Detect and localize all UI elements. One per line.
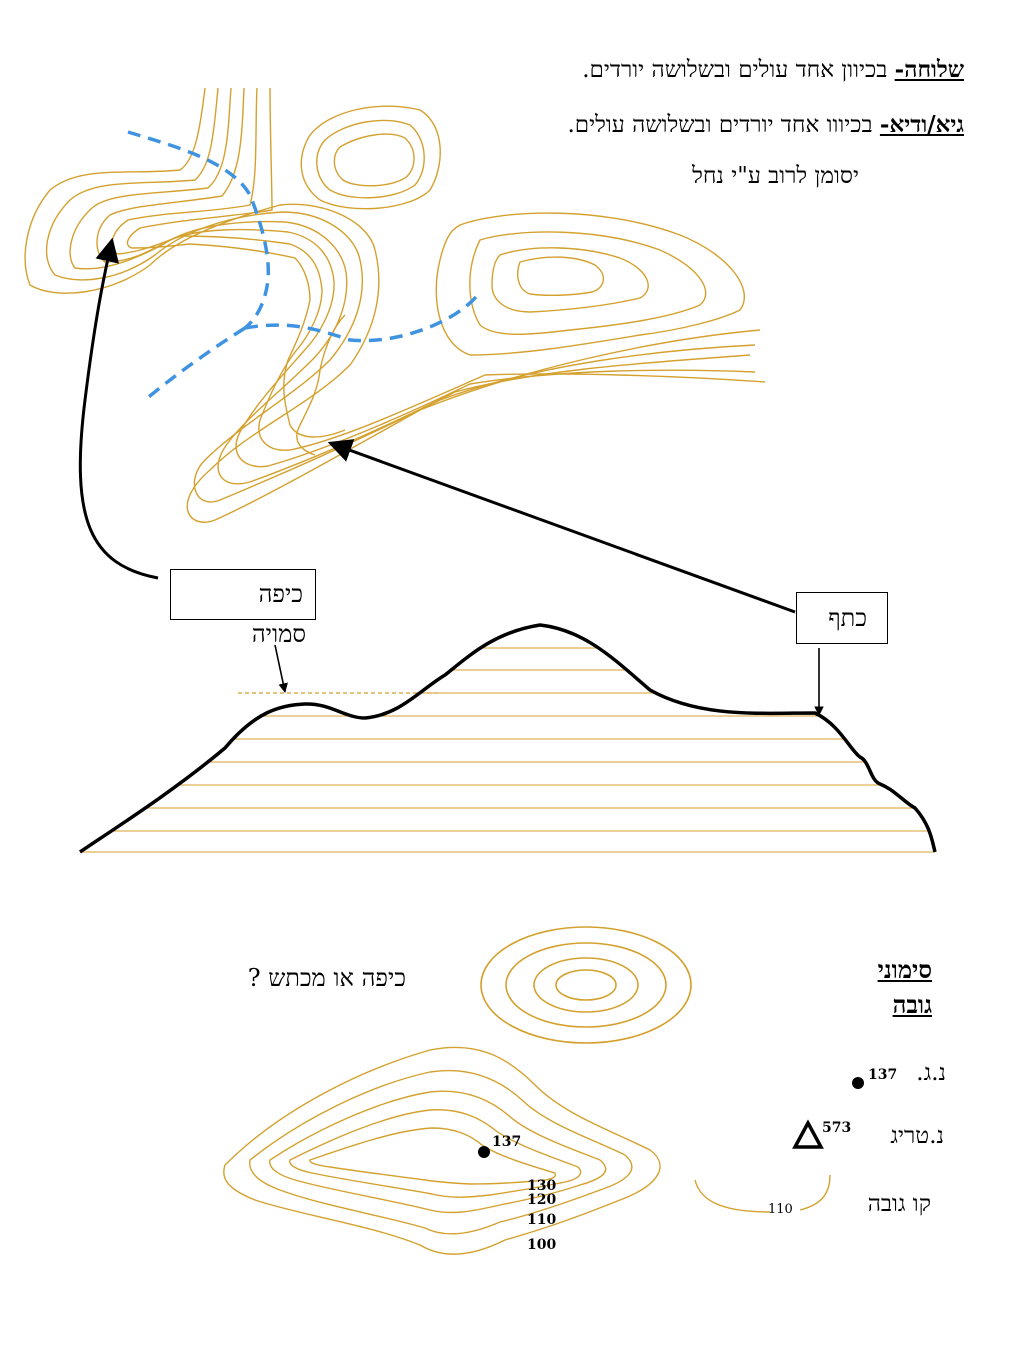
- pointer-arrows: [78, 237, 796, 614]
- shoulder-label-box: כתף: [796, 592, 888, 644]
- contour-line: [223, 1046, 661, 1255]
- contour-line: [269, 1090, 607, 1214]
- contour-line: [289, 1109, 582, 1198]
- hill-peak-value: 137: [492, 1134, 522, 1150]
- contour-line: [69, 87, 751, 485]
- valley-note: יסומן לרוב ע"י נחל: [692, 163, 859, 189]
- legend-contour-sample: [799, 1174, 831, 1211]
- dome-or-crater-question: כיפה או מכתש ?: [247, 964, 406, 992]
- contour-line: [24, 87, 761, 523]
- legend-contour-sample: [694, 1179, 771, 1213]
- saddle-label: כיפה: [258, 580, 303, 608]
- contour-line: [316, 119, 425, 199]
- valley-definition: גיא/ודיא- בכיווו אחד יורדים ובשלושה עולי…: [567, 113, 964, 137]
- height-point-marker: [478, 1146, 490, 1158]
- legend-title-line2: גובה: [892, 990, 932, 1019]
- stream-lines: [127, 130, 482, 402]
- contour-line: [469, 231, 707, 335]
- legend-contour-label: קו גובה: [867, 1191, 931, 1217]
- legend-height-point-label: נ.ג.: [916, 1060, 946, 1086]
- shoulder-label: כתף: [828, 604, 867, 632]
- shoulder-arrow: [327, 439, 796, 614]
- stream-line: [143, 326, 246, 402]
- profile-outline: [79, 623, 937, 854]
- contour-line: [96, 87, 756, 468]
- valley-term: גיא/ודיא-: [879, 111, 964, 138]
- contour-line: [249, 1069, 633, 1235]
- contour-line: [333, 133, 415, 187]
- concentric-contours: [480, 926, 692, 1044]
- profile-level-lines: [80, 647, 935, 832]
- hill-level-130: 130: [527, 1178, 557, 1194]
- hill-level-120: 120: [527, 1192, 557, 1208]
- contour-line: [309, 1127, 557, 1185]
- contour-line: [45, 87, 756, 503]
- contour-line: [491, 247, 649, 313]
- hidden-summit-label: סמויה: [251, 620, 306, 648]
- contour-line: [126, 87, 346, 438]
- contour-line: [435, 212, 745, 356]
- profile-section: [79, 623, 937, 854]
- legend-height-point-value: 137: [868, 1067, 898, 1083]
- trig-point-icon: [792, 1119, 824, 1149]
- spur-term: שלוחה-: [894, 56, 964, 83]
- saddle-arrow: [78, 237, 159, 580]
- stream-line: [244, 290, 482, 343]
- hill-level-100: 100: [527, 1237, 557, 1253]
- legend-height-point-marker: [852, 1077, 864, 1089]
- hidden-summit-arrow: [274, 644, 288, 693]
- legend-contour-value: 110: [768, 1202, 793, 1217]
- hill-level-110: 110: [527, 1212, 557, 1228]
- spur-text: בכיוון אחד עולים ובשלושה יורדים.: [582, 57, 895, 83]
- hill-contours: [223, 1046, 831, 1255]
- contour-lines-map: [24, 87, 766, 523]
- spur-definition: שלוחה- בכיוון אחד עולים ובשלושה יורדים.: [582, 58, 964, 82]
- legend-trig-label: נ.טריג: [890, 1123, 944, 1149]
- saddle-label-box: כיפה: [170, 569, 316, 620]
- legend-title-line1: סימוני: [877, 955, 932, 984]
- contour-line: [517, 256, 604, 297]
- profile-pointer-arrows: [274, 644, 824, 716]
- contour-line: [300, 105, 441, 210]
- legend-trig-value: 573: [822, 1120, 852, 1136]
- contour-line: [111, 87, 766, 451]
- valley-text: בכיווו אחד יורדים ובשלושה עולים.: [567, 112, 880, 138]
- contour-line: [296, 314, 346, 456]
